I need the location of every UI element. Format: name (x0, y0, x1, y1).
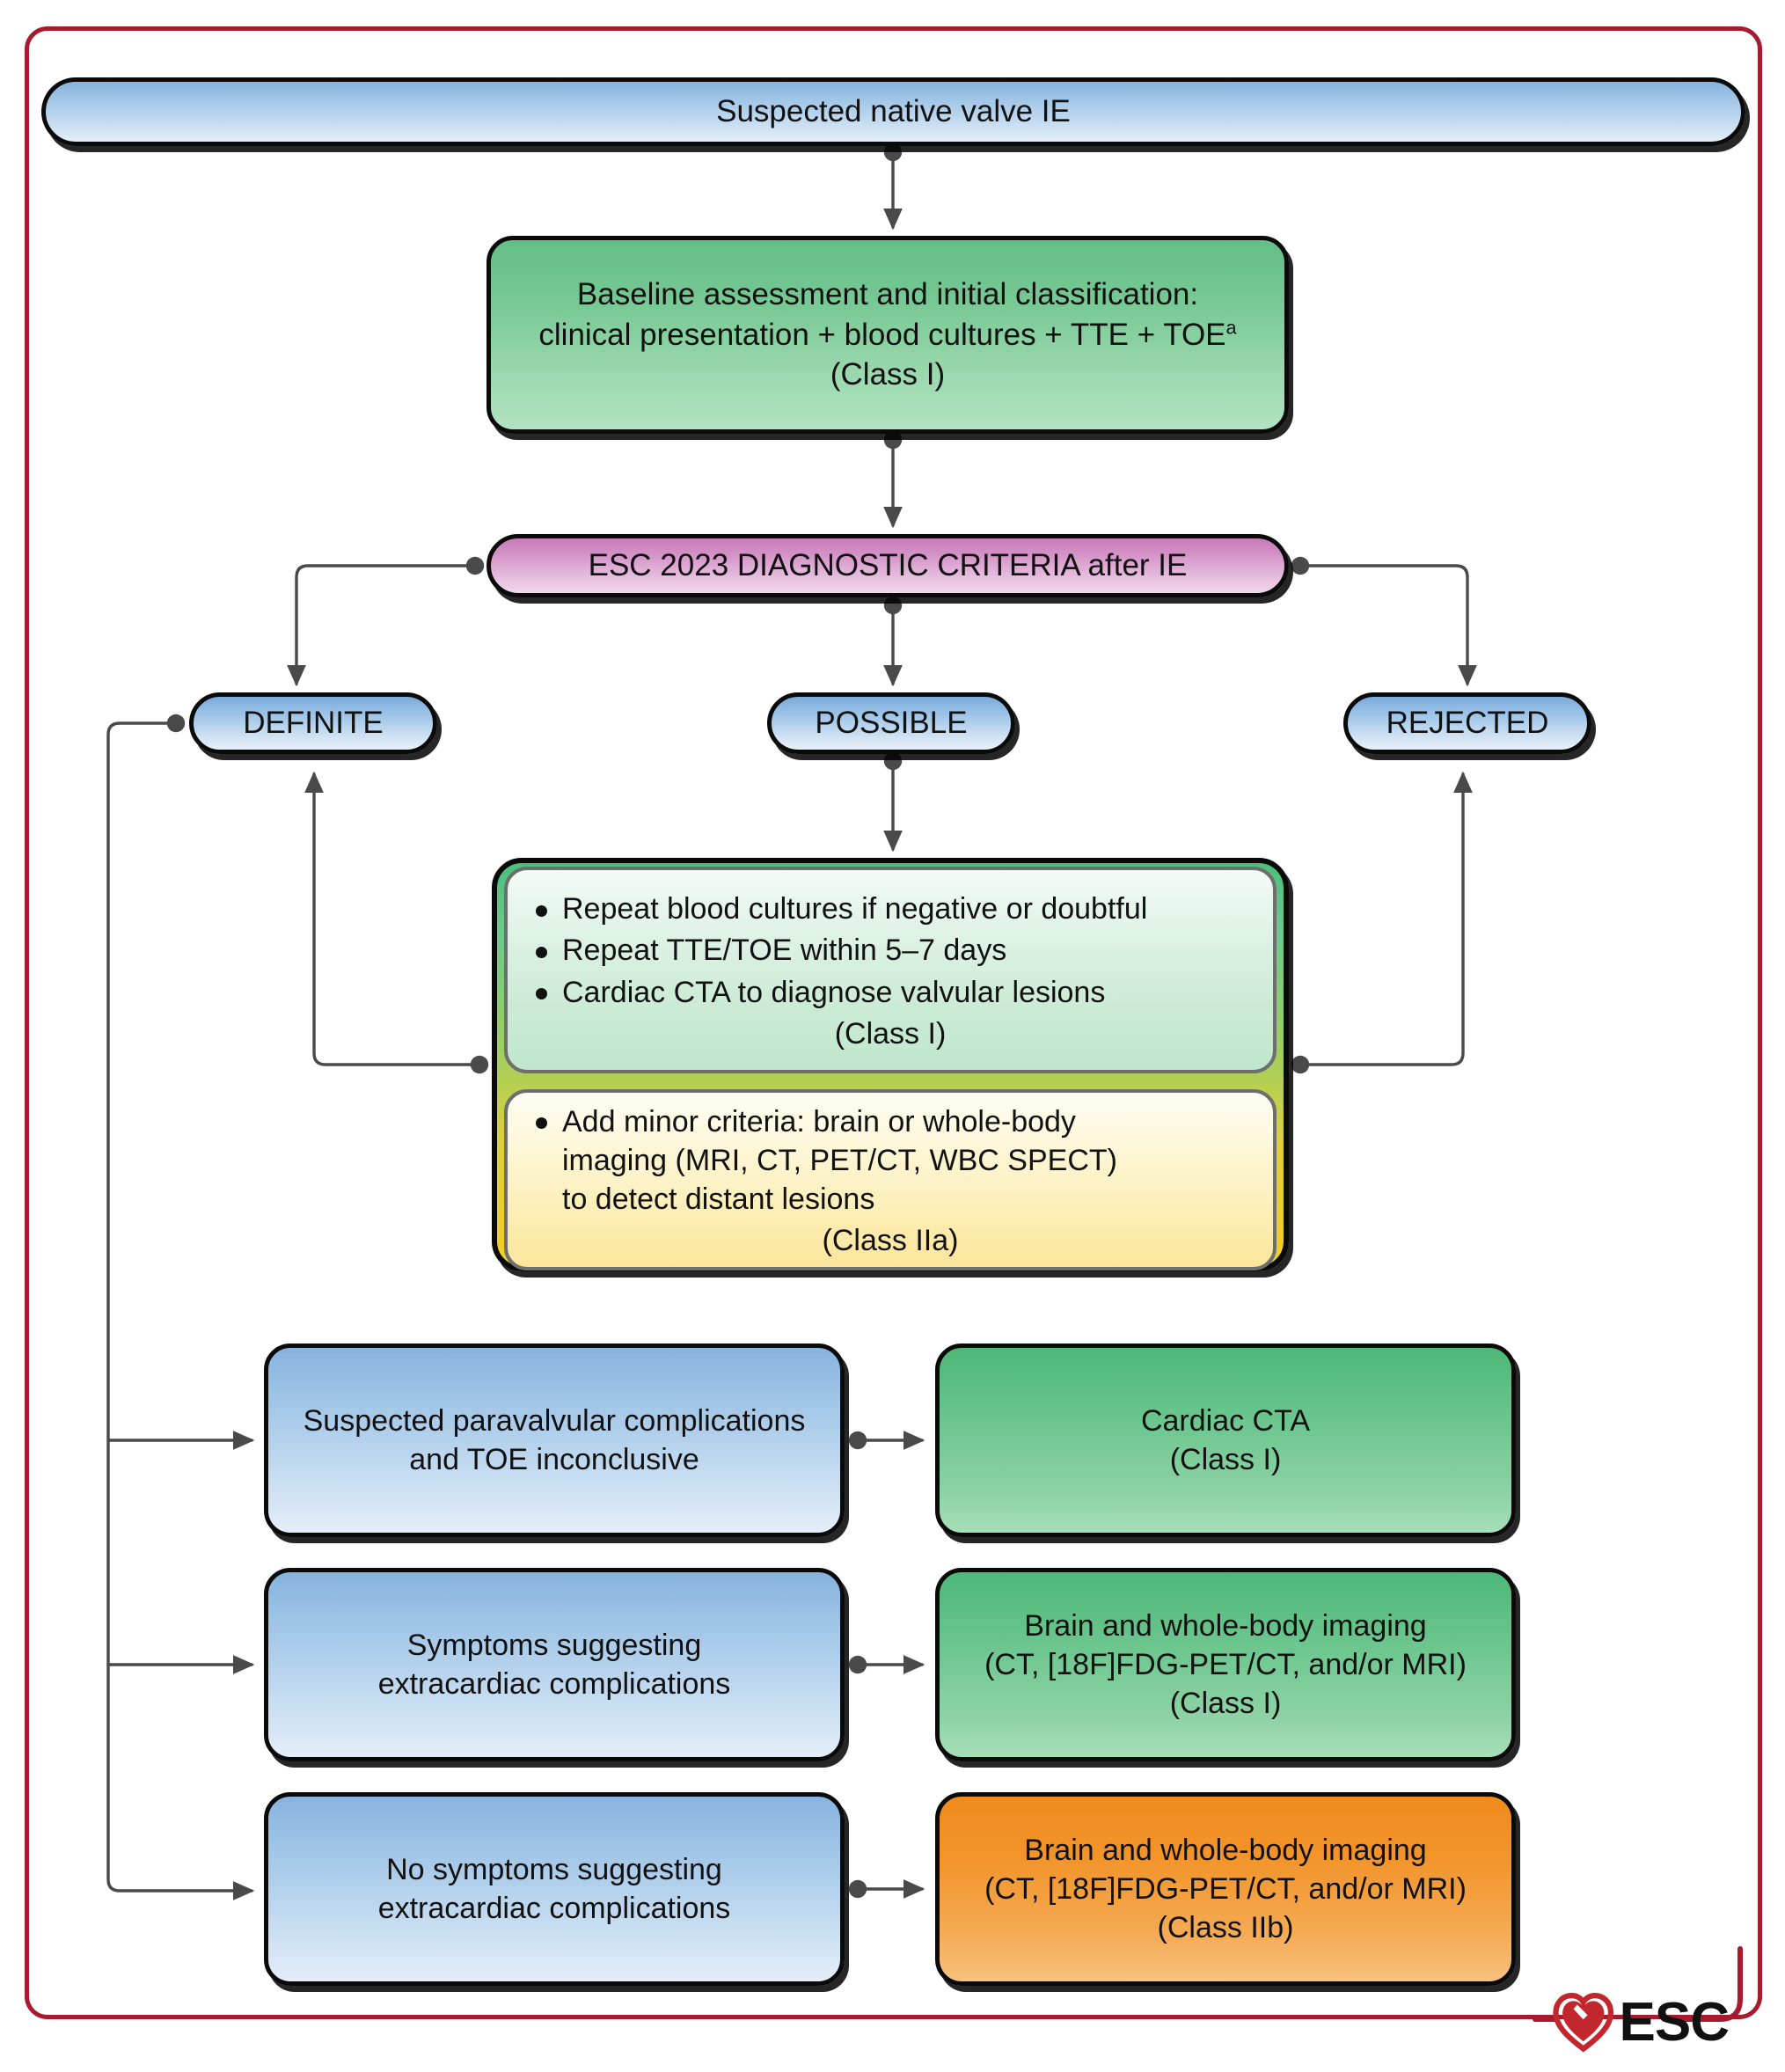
green-class-label: (Class I) (834, 1016, 947, 1051)
nosymptoms-line2: extracardiac complications (377, 1892, 731, 1925)
node-brain-wholebody-imaging-class2b[interactable]: Brain and whole-body imaging (CT, [18F]F… (935, 1792, 1516, 1986)
paravalvular-line2: and TOE inconclusive (409, 1443, 699, 1476)
baseline-class: (Class I) (830, 357, 946, 392)
yellow-class-label: (Class IIa) (822, 1224, 959, 1258)
baseline-footnote-marker: a (1225, 316, 1237, 339)
node-cardiac-cta[interactable]: Cardiac CTA (Class I) (935, 1344, 1516, 1537)
symptoms-line1: Symptoms suggesting (406, 1628, 702, 1662)
brain2-line2: (CT, [18F]FDG-PET/CT, and/or MRI) (984, 1871, 1467, 1906)
yellow-bullet-1: Add minor criteria: brain or whole-body … (527, 1102, 1254, 1219)
node-green-repeat-actions[interactable]: Repeat blood cultures if negative or dou… (504, 867, 1277, 1073)
brain1-class: (Class I) (1169, 1687, 1282, 1721)
nosymptoms-line1: No symptoms suggesting (386, 1852, 722, 1886)
yellow-bullet-1-line3: to detect distant lesions (562, 1182, 875, 1216)
node-rejected[interactable]: REJECTED (1343, 692, 1591, 754)
node-suspected-label: Suspected native valve IE (716, 94, 1071, 129)
node-possible[interactable]: POSSIBLE (767, 692, 1015, 754)
esc-criteria-label: ESC 2023 DIAGNOSTIC CRITERIA after IE (588, 548, 1188, 583)
green-bullet-1: Repeat blood cultures if negative or dou… (527, 890, 1254, 928)
cardiac-cta-line1: Cardiac CTA (1140, 1403, 1311, 1438)
brain1-line1: Brain and whole-body imaging (1024, 1608, 1427, 1643)
paravalvular-line1: Suspected paravalvular complications (303, 1403, 806, 1438)
brain1-line2: (CT, [18F]FDG-PET/CT, and/or MRI) (984, 1647, 1467, 1681)
yellow-bullet-1-line1: Add minor criteria: brain or whole-body (562, 1104, 1076, 1139)
baseline-line1: Baseline assessment and initial classifi… (576, 277, 1199, 312)
node-baseline-assessment[interactable]: Baseline assessment and initial classifi… (486, 236, 1289, 434)
esc-heart-icon (1553, 1992, 1614, 2053)
node-esc-2023-diagnostic-criteria[interactable]: ESC 2023 DIAGNOSTIC CRITERIA after IE (486, 534, 1289, 597)
esc-logo: ESC (1553, 1987, 1730, 2057)
symptoms-line2: extracardiac complications (377, 1667, 731, 1701)
yellow-bullet-1-line2: imaging (MRI, CT, PET/CT, WBC SPECT) (562, 1143, 1117, 1177)
definite-label: DEFINITE (243, 706, 384, 741)
esc-logo-text: ESC (1619, 1991, 1730, 2053)
cardiac-cta-class: (Class I) (1169, 1443, 1282, 1476)
node-no-symptoms-suggesting-extracardiac[interactable]: No symptoms suggesting extracardiac comp… (264, 1792, 845, 1986)
node-brain-wholebody-imaging-class1[interactable]: Brain and whole-body imaging (CT, [18F]F… (935, 1568, 1516, 1761)
brain2-class: (Class IIb) (1157, 1911, 1294, 1945)
node-suspected-paravalvular-complications[interactable]: Suspected paravalvular complications and… (264, 1344, 845, 1537)
yellow-bullet-list: Add minor criteria: brain or whole-body … (527, 1102, 1254, 1219)
node-yellow-minor-criteria[interactable]: Add minor criteria: brain or whole-body … (504, 1089, 1277, 1270)
rejected-label: REJECTED (1386, 706, 1549, 741)
node-suspected-native-valve-ie[interactable]: Suspected native valve IE (41, 77, 1745, 146)
baseline-line2-text: clinical presentation + blood cultures +… (538, 317, 1226, 352)
node-symptoms-suggesting-extracardiac[interactable]: Symptoms suggesting extracardiac complic… (264, 1568, 845, 1761)
green-bullet-3: Cardiac CTA to diagnose valvular lesions (527, 973, 1254, 1012)
brain2-line1: Brain and whole-body imaging (1024, 1833, 1427, 1867)
node-definite[interactable]: DEFINITE (189, 692, 437, 754)
green-bullet-list: Repeat blood cultures if negative or dou… (527, 890, 1254, 1012)
outer-frame-border (25, 26, 1762, 2019)
baseline-line2: clinical presentation + blood cultures +… (505, 315, 1270, 355)
green-bullet-2: Repeat TTE/TOE within 5–7 days (527, 931, 1254, 970)
possible-label: POSSIBLE (815, 706, 968, 741)
